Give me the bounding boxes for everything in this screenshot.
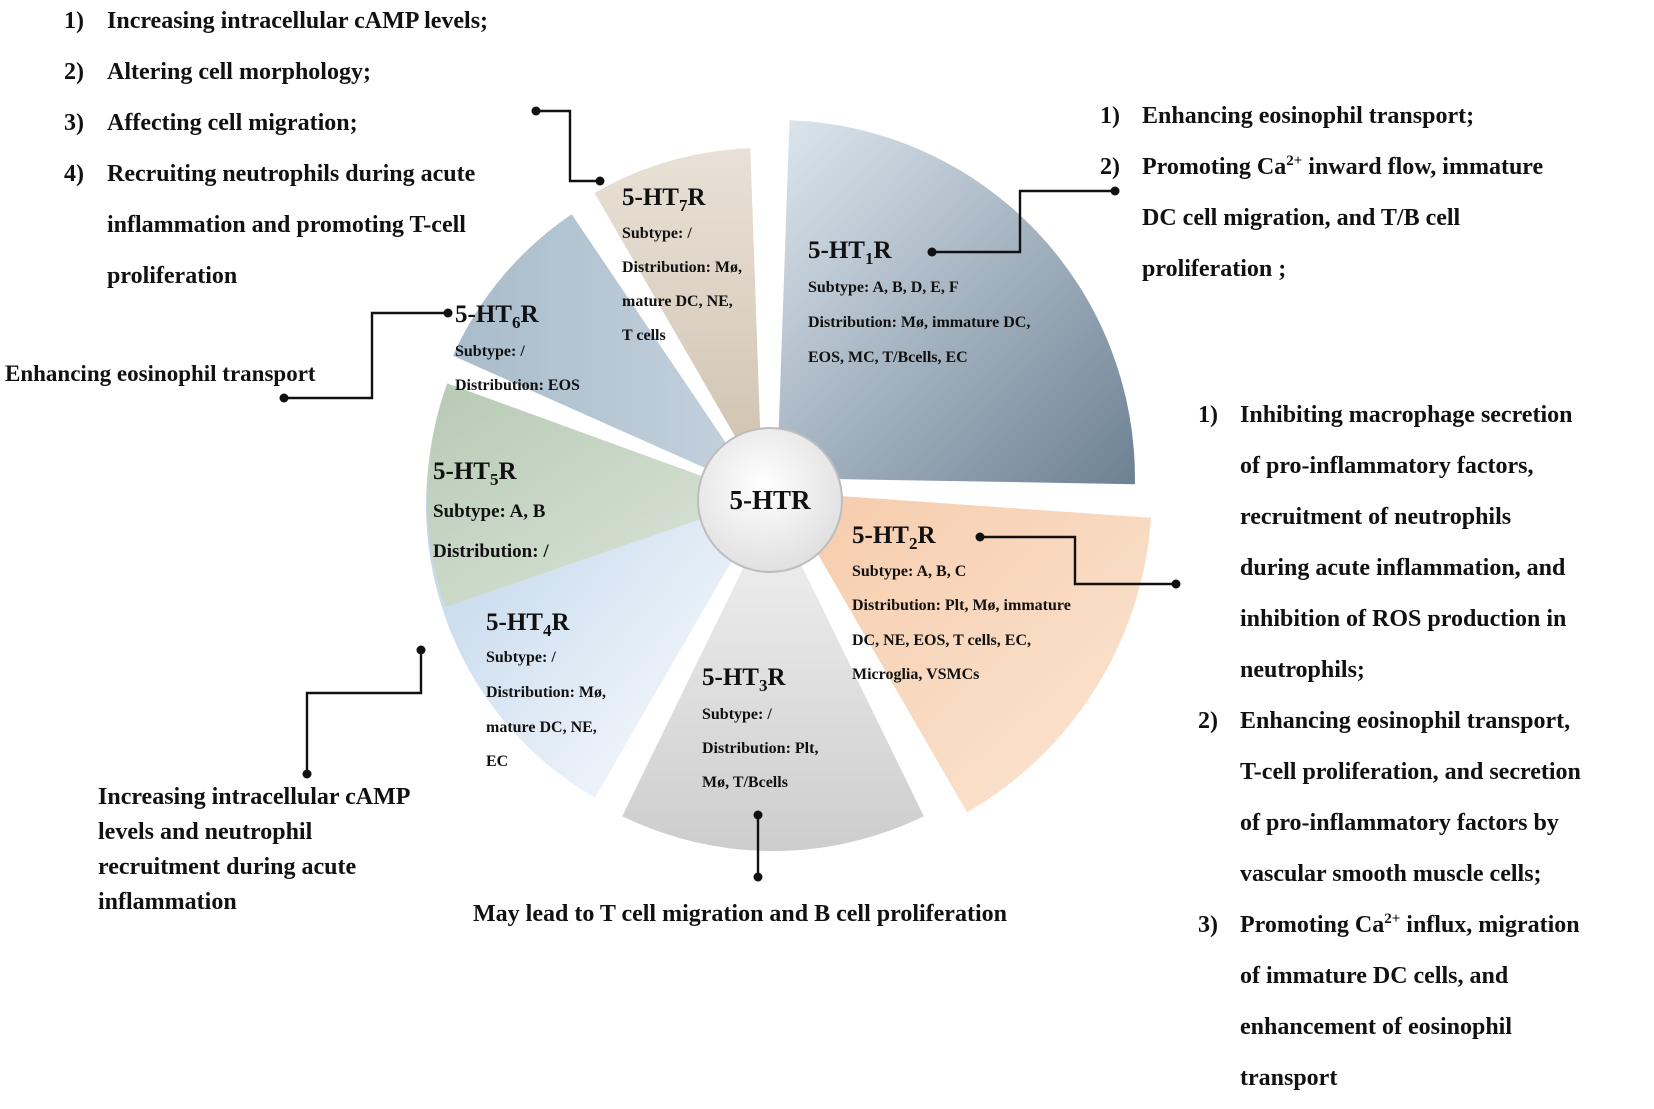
ht3-subtype: Subtype: / (702, 706, 772, 723)
segment-ht7 (594, 148, 762, 483)
label-ht7: 5-HT7R Subtype: / Distribution: Mø, matu… (622, 184, 742, 344)
ht7-title: 5-HT7R (622, 184, 706, 215)
ht2-distribution-2: DC, NE, EOS, T cells, EC, (852, 632, 1031, 649)
connector-ht4 (305, 650, 423, 774)
ht5-distribution-1: Distribution: / (433, 541, 549, 562)
segment-ht5 (427, 383, 762, 608)
connector-ht2 (982, 535, 1175, 586)
effect-ht4: Increasing intracellular cAMP levels and… (98, 780, 410, 920)
effect-ht6: Enhancing eosinophil transport (5, 361, 316, 386)
connector-ht7 (537, 109, 598, 183)
effect-line: recruitment during acute (98, 854, 357, 880)
ht2-subtype: Subtype: A, B, C (852, 563, 966, 580)
ht1-subtype: Subtype: A, B, D, E, F (808, 279, 959, 296)
segment-ht3 (622, 507, 924, 852)
effect-line: inflammation (98, 889, 237, 915)
connector-ht3-start (753, 810, 763, 820)
ht7-distribution-2: mature DC, NE, (622, 293, 733, 310)
ht3-distribution-2: Mø, T/Bcells (702, 774, 788, 791)
effect-ht3: May lead to T cell migration and B cell … (473, 901, 1007, 927)
ht6-distribution-1: Distribution: EOS (455, 377, 580, 394)
ht5-subtype: Subtype: A, B (433, 501, 546, 522)
connector-ht1-end (1110, 186, 1120, 196)
ht4-distribution-1: Distribution: Mø, (486, 684, 606, 701)
ht1-distribution-1: Distribution: Mø, immature DC, (808, 314, 1030, 331)
connector-ht3-end (753, 872, 763, 882)
ht4-title: 5-HT4R (486, 609, 570, 640)
connector-ht4-start (416, 645, 426, 655)
ht4-subtype: Subtype: / (486, 649, 556, 666)
ht3-distribution-1: Distribution: Plt, (702, 740, 818, 757)
ht2-distribution-3: Microglia, VSMCs (852, 666, 979, 683)
effect-line: levels and neutrophil (98, 819, 313, 845)
ht3-title: 5-HT3R (702, 664, 786, 695)
label-ht1: 5-HT1R Subtype: A, B, D, E, F Distributi… (808, 237, 1030, 366)
effect-item: 2)Enhancing eosinophil transport,T-cell … (1198, 708, 1581, 887)
label-ht5: 5-HT5R Subtype: A, B Distribution: / (433, 458, 549, 562)
effect-item: 2)Altering cell morphology; (64, 59, 371, 85)
effect-line: Increasing intracellular cAMP (98, 784, 411, 810)
label-ht2: 5-HT2R Subtype: A, B, C Distribution: Pl… (852, 522, 1071, 683)
ht1-distribution-2: EOS, MC, T/Bcells, EC (808, 349, 968, 366)
connector-ht2-end (1171, 579, 1181, 589)
ht7-distribution-1: Distribution: Mø, (622, 259, 742, 276)
connector-ht6-end (279, 393, 289, 403)
effect-item: 3)Affecting cell migration; (64, 110, 358, 136)
connector-ht7-end (595, 176, 605, 186)
connector-ht2-start (975, 532, 985, 542)
segment-ht6 (453, 214, 759, 493)
ht1-title: 5-HT1R (808, 237, 892, 268)
label-ht6: 5-HT6R Subtype: / Distribution: EOS (455, 301, 580, 394)
connector-ht6-start (443, 308, 453, 318)
connector-ht7-start (531, 106, 541, 116)
ht4-distribution-2: mature DC, NE, (486, 719, 597, 736)
effects-ht7: 1)Increasing intracellular cAMP levels; … (64, 0, 488, 302)
ht5-title: 5-HT5R (433, 458, 517, 489)
label-ht4: 5-HT4R Subtype: / Distribution: Mø, matu… (486, 609, 606, 770)
connector-ht1-start (927, 247, 937, 257)
center-hub (697, 427, 843, 573)
ht2-distribution-1: Distribution: Plt, Mø, immature (852, 597, 1071, 614)
segment-ht2 (782, 492, 1152, 813)
effect-item: 1)Increasing intracellular cAMP levels; (64, 8, 489, 34)
connector-ht4-end (302, 769, 312, 779)
connector-ht6 (284, 311, 447, 400)
ht2-title: 5-HT2R (852, 522, 936, 553)
effect-item: 1)Enhancing eosinophil transport; (1100, 103, 1475, 129)
ht7-subtype: Subtype: / (622, 225, 692, 242)
connector-ht1 (934, 189, 1115, 254)
center-label: 5-HTR (730, 485, 812, 515)
ht4-distribution-3: EC (486, 753, 508, 770)
ht7-distribution-3: T cells (622, 327, 666, 344)
ht6-title: 5-HT6R (455, 301, 539, 332)
ht6-subtype: Subtype: / (455, 343, 525, 360)
effects-ht1: 1)Enhancing eosinophil transport; 2)Prom… (1100, 91, 1543, 295)
label-ht3: 5-HT3R Subtype: / Distribution: Plt, Mø,… (702, 664, 818, 791)
segment-ht1 (777, 120, 1135, 485)
